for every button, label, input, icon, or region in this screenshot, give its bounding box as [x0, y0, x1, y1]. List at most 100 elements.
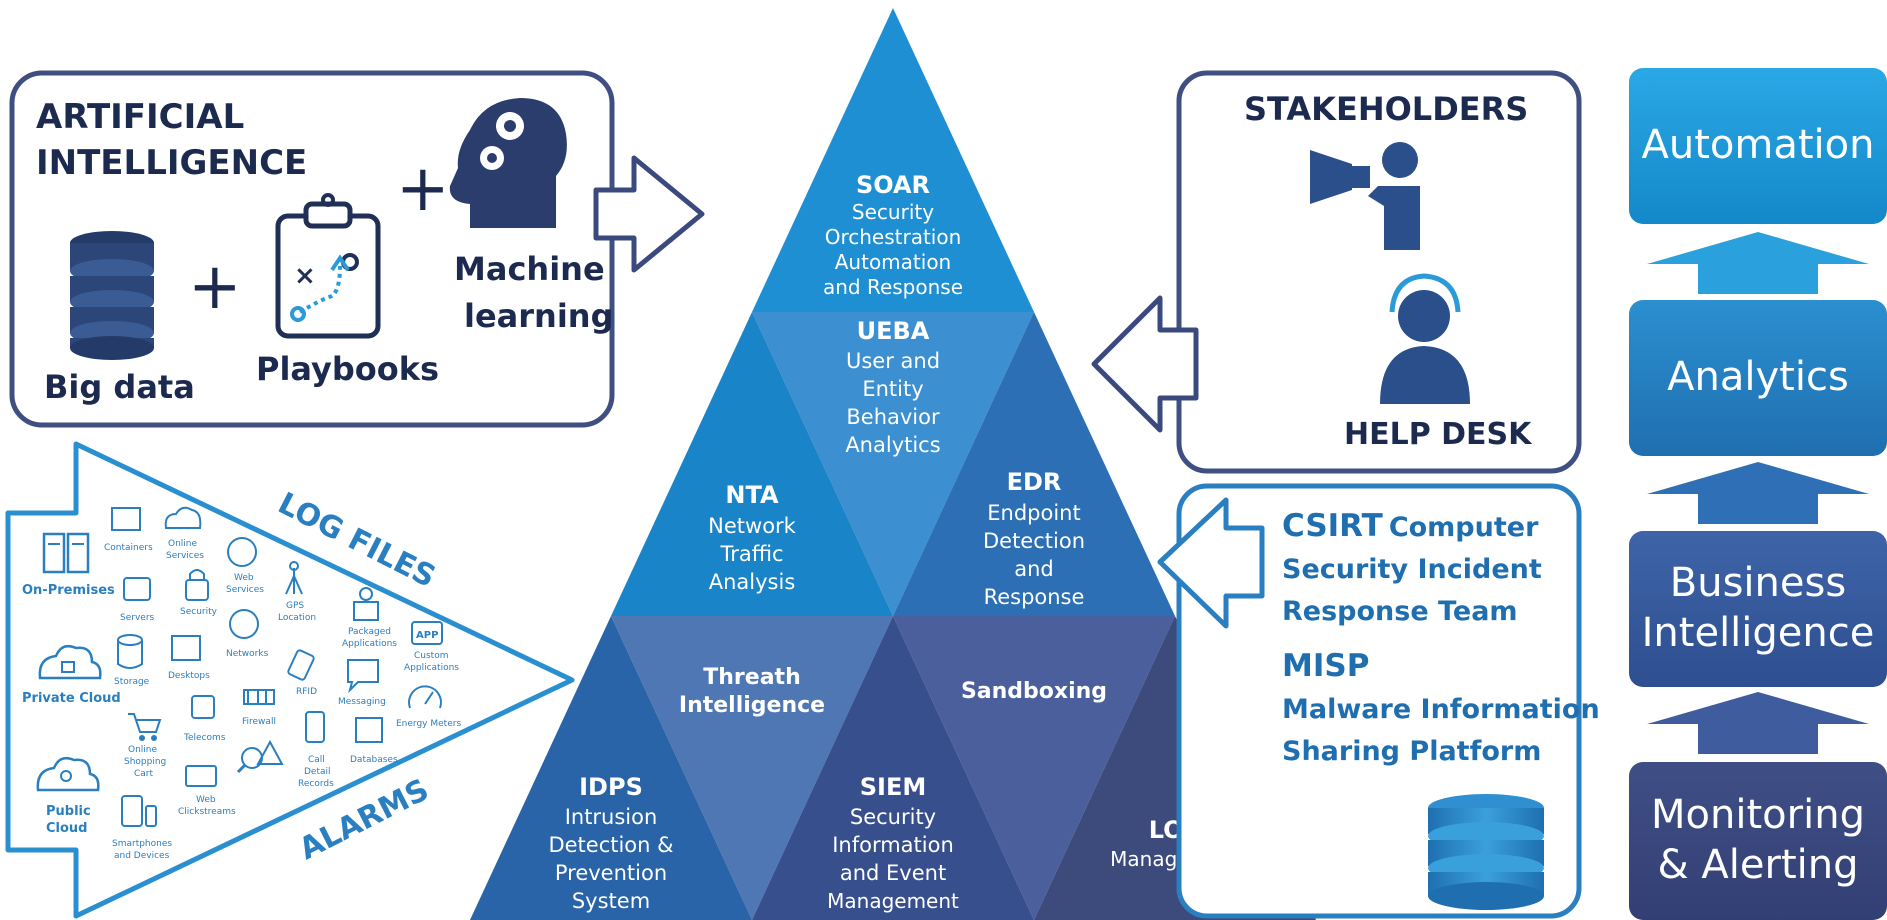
- firewall-label: Firewall: [242, 717, 276, 727]
- networks-label: Networks: [226, 649, 269, 659]
- ai-panel: ARTIFICIAL INTELLIGENCE Big data + ×: [9, 70, 615, 428]
- megaphone-person-icon: [1310, 142, 1420, 250]
- stakeholders-to-pyramid-arrow: [1091, 295, 1199, 433]
- brain-gears-icon: [449, 98, 567, 228]
- web-services-label-2: Services: [226, 585, 264, 595]
- misp-abbr: MISP: [1282, 648, 1369, 684]
- rfid-label: RFID: [296, 687, 317, 697]
- monitoring-alerting-block: [1629, 762, 1887, 920]
- ml-label-line2: learning: [464, 297, 613, 335]
- nta-line3: Analysis: [709, 570, 796, 594]
- csirt-computer: Computer: [1389, 512, 1539, 543]
- server-rack-icon: [42, 532, 90, 574]
- rfid-icon: [287, 649, 315, 681]
- online-services-label-2: Services: [166, 551, 204, 561]
- database-icon: [1428, 794, 1544, 910]
- up-arrow: [1647, 232, 1869, 294]
- smartphones-label-1: Smartphones: [112, 839, 172, 849]
- headset-person-icon: [1380, 273, 1470, 404]
- svg-text:×: ×: [294, 261, 316, 291]
- packaged-label-2: Applications: [342, 639, 397, 649]
- smartphone-icon: [121, 795, 157, 827]
- nta-segment: [611, 312, 893, 616]
- online-shopping-label-2: Shopping: [124, 757, 166, 767]
- csirt-to-pyramid-arrow: [1157, 497, 1265, 629]
- analytics-block: [1629, 300, 1887, 456]
- globe-icon: [227, 537, 257, 567]
- network-icon: [229, 609, 259, 639]
- edr-line2: Detection: [983, 529, 1085, 553]
- playbooks-label: Playbooks: [256, 350, 439, 388]
- soar-line4: and Response: [823, 275, 963, 299]
- stakeholders-panel: STAKEHOLDERS HELP DESK: [1176, 70, 1582, 474]
- custom-label-1: Custom: [414, 651, 448, 661]
- plus-sign: +: [188, 250, 242, 324]
- csirt-line3: Response Team: [1282, 596, 1518, 627]
- bi-label-line1: Business: [1670, 560, 1846, 606]
- shopping-cart-icon: [128, 713, 162, 741]
- call-detail-label-2: Detail: [304, 767, 331, 777]
- ml-label-line1: Machine: [454, 250, 605, 288]
- ueba-line1: User and: [846, 349, 940, 373]
- gauge-icon: [408, 685, 442, 709]
- gps-label-1: GPS: [286, 601, 304, 611]
- idps-segment: [470, 616, 752, 920]
- csirt-abbr: CSIRT: [1282, 508, 1383, 544]
- public-cloud-label-1: Public: [46, 804, 91, 819]
- csirt-line2: Security Incident: [1282, 554, 1542, 585]
- up-arrow: [1647, 462, 1869, 524]
- search-alert-icon: [236, 739, 284, 774]
- desktops-label: Desktops: [168, 671, 210, 681]
- ueba-segment: [752, 312, 1034, 616]
- firewall-icon: [243, 689, 275, 705]
- private-cloud-label: Private Cloud: [22, 691, 121, 706]
- lock-icon: [185, 569, 209, 601]
- help-desk-label: HELP DESK: [1344, 417, 1533, 452]
- call-detail-label-1: Call: [308, 755, 325, 765]
- custom-label-2: Applications: [404, 663, 459, 673]
- idps-line1: Intrusion: [565, 805, 658, 829]
- smartphones-label-2: and Devices: [114, 851, 170, 861]
- plus-sign: +: [396, 152, 450, 226]
- online-shopping-label-1: Online: [128, 745, 157, 755]
- idps-line4: System: [572, 889, 650, 913]
- sources-panel: LOG FILES ALARMS On-Premises Private Clo…: [5, 441, 575, 919]
- siem-line3: and Event: [840, 861, 946, 885]
- app-icon: [411, 621, 443, 645]
- nta-title: NTA: [725, 481, 779, 509]
- threat-intel-line1: Threath: [703, 665, 800, 690]
- siem-line1: Security: [850, 805, 936, 829]
- siem-segment: [752, 616, 1034, 920]
- up-arrow: [1647, 692, 1869, 754]
- soar-segment: [752, 8, 1034, 312]
- automation-label: Automation: [1642, 122, 1875, 168]
- edr-segment: [893, 312, 1175, 616]
- analytics-label: Analytics: [1667, 354, 1849, 400]
- ai-to-pyramid-arrow: [593, 155, 705, 273]
- packaged-label-1: Packaged: [348, 627, 391, 637]
- on-premises-label: On-Premises: [22, 583, 115, 598]
- public-cloud-icon: [36, 757, 100, 792]
- soar-line2: Orchestration: [825, 225, 962, 249]
- gps-label-2: Location: [278, 613, 316, 623]
- ueba-line4: Analytics: [845, 433, 940, 457]
- idps-line3: Prevention: [555, 861, 667, 885]
- servers-label: Servers: [120, 613, 155, 623]
- storage-label: Storage: [114, 677, 150, 687]
- energy-meters-label: Energy Meters: [396, 719, 461, 729]
- web-clickstreams-label-2: Clickstreams: [178, 807, 236, 817]
- containers-icon: [111, 507, 141, 531]
- messaging-label: Messaging: [338, 697, 386, 707]
- app-badge: APP: [416, 630, 438, 641]
- ai-title-line1: ARTIFICIAL: [36, 97, 244, 137]
- online-services-label-1: Online: [168, 539, 197, 549]
- nta-line2: Traffic: [719, 542, 783, 566]
- private-cloud-icon: [38, 645, 102, 680]
- web-clickstreams-label-1: Web: [196, 795, 216, 805]
- ai-title-line2: INTELLIGENCE: [36, 143, 307, 183]
- big-data-label: Big data: [44, 368, 195, 406]
- siem-line4: Management: [827, 889, 959, 913]
